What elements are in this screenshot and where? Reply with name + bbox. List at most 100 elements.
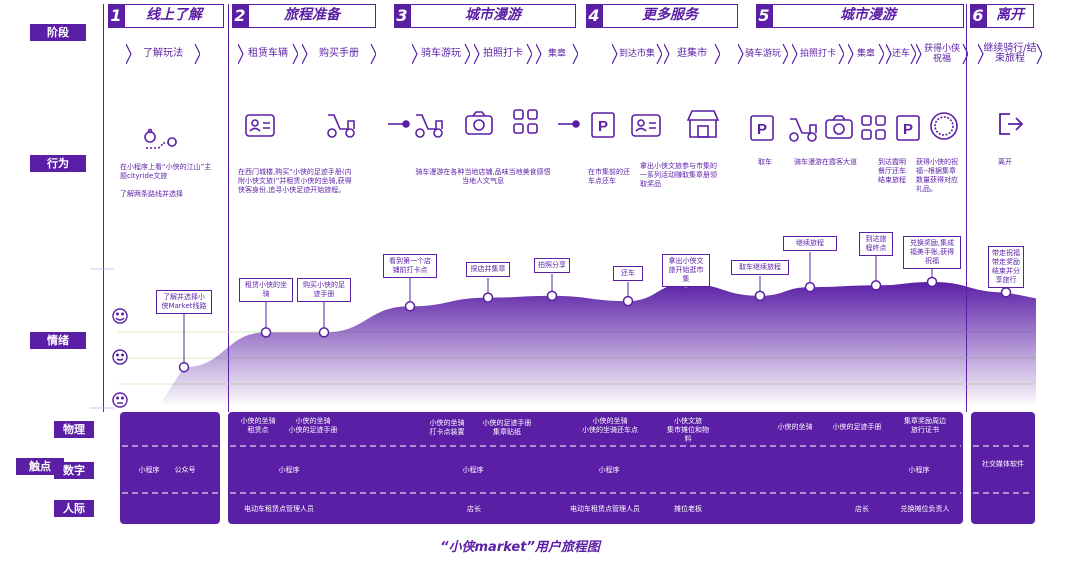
human-touchpoint: 店长 xyxy=(855,505,869,513)
row-label-behavior: 行为 xyxy=(30,155,86,172)
qr-code-icon-2 xyxy=(861,115,886,140)
camera-icon xyxy=(465,111,493,135)
stage-num: 1 xyxy=(108,4,124,28)
touchpoint-block xyxy=(228,412,963,524)
step-label: 集章 xyxy=(547,49,566,59)
parking-return-icon: P xyxy=(896,115,920,141)
neutral-face-icon xyxy=(112,392,128,408)
camera-icon-2 xyxy=(825,115,853,139)
diagram-caption: “小侠market”用户旅程图 xyxy=(440,540,600,555)
behavior-text: 了解两条路线并选择 xyxy=(120,190,183,198)
neutral-happy-face-icon xyxy=(112,349,128,365)
step-chevron: 拍照打卡 xyxy=(474,44,532,64)
step-label: 拍照打卡 xyxy=(799,49,836,59)
digital-touchpoint: 小程序 xyxy=(278,466,300,474)
scooter-icon xyxy=(327,114,355,138)
stage-name: 城市漫游 xyxy=(410,4,576,28)
stage-num: 6 xyxy=(970,4,986,28)
parking-pickup-icon: P xyxy=(750,115,774,141)
physical-touchpoint: 小侠的足迹手册 xyxy=(832,423,882,431)
stage-name: 线上了解 xyxy=(124,4,224,28)
digital-touchpoint: 小程序 xyxy=(908,466,930,474)
emotion-point xyxy=(260,327,272,338)
step-chevron: 骑车游玩 xyxy=(738,44,788,64)
step-label: 还车 xyxy=(891,49,910,59)
emotion-label: 兑换奖励,集成福美手账,获得祝福 xyxy=(903,236,961,269)
behavior-text: 到达霞明餐厅还车结束旅程 xyxy=(878,158,906,184)
emotion-label: 到达旅程终点 xyxy=(859,232,893,256)
parking-icon: P xyxy=(558,112,615,138)
step-label: 逛集市 xyxy=(677,48,707,59)
human-touchpoint: 店长 xyxy=(467,505,481,513)
scooter-icon-2 xyxy=(789,118,817,142)
svg-text:P: P xyxy=(598,118,608,135)
step-label: 集章 xyxy=(856,49,875,59)
emotion-point xyxy=(404,301,416,312)
emotion-point xyxy=(870,280,882,291)
exit-icon xyxy=(999,113,1024,135)
emotion-label: 继续旅程 xyxy=(783,236,837,251)
row-label-emotion: 情绪 xyxy=(30,332,86,349)
blessing-stamp-icon xyxy=(930,112,958,140)
stage-name: 旅程准备 xyxy=(248,4,376,28)
human-touchpoint: 摊位老板 xyxy=(674,505,702,513)
step-chevron: 继续骑行/结束旅程 xyxy=(978,44,1042,64)
physical-touchpoint: 小侠的足迹手册集章贴纸 xyxy=(482,419,532,436)
emotion-area xyxy=(160,281,1036,404)
physical-touchpoint: 小侠的坐骑打卡点装置 xyxy=(429,419,465,436)
touchpoint-block xyxy=(120,412,220,524)
emotion-label: 租赁小侠的坐骑 xyxy=(239,278,293,302)
emotion-label: 购买小侠的足迹手册 xyxy=(297,278,351,302)
stage-name: 离开 xyxy=(986,4,1034,28)
step-chevron: 租赁车辆 xyxy=(238,44,298,64)
emotion-label: 了解并选择小侠Market线路 xyxy=(156,290,212,314)
human-touchpoint: 电动车租赁点管理人员 xyxy=(570,505,640,513)
row-label-digital: 数字 xyxy=(54,462,94,479)
svg-text:P: P xyxy=(757,121,767,138)
emotion-label: 探店并集章 xyxy=(466,262,510,277)
stage-num: 3 xyxy=(394,4,410,28)
behavior-text: 在西门城楼,购买“小侠的足迹手册(内附小侠文旅)”并租赁小侠的坐骑,获得侠客身份… xyxy=(238,168,352,194)
emotion-label: 拿出小侠文旅开始逛市集 xyxy=(662,254,710,287)
step-chevron: 拍照打卡 xyxy=(792,44,844,64)
step-chevron: 获得小侠祝福 xyxy=(916,44,968,64)
qr-code-icon xyxy=(513,109,538,134)
step-label: 获得小侠祝福 xyxy=(923,44,960,64)
stage-name: 城市漫游 xyxy=(772,4,964,28)
physical-touchpoint: 小侠文旅集市摊位和物料 xyxy=(667,417,709,443)
behavior-text: 骑车漫游在各种当地店铺,品味当地美食感悟当地人文气息 xyxy=(415,168,551,185)
step-label: 骑车游玩 xyxy=(421,48,461,59)
digital-touchpoint: 小程序 xyxy=(462,466,484,474)
emotion-label: 看到第一个店铺前打卡点 xyxy=(383,254,437,278)
id-card-icon xyxy=(245,114,275,137)
emotion-label: 取车继续旅程 xyxy=(731,260,789,275)
step-chevron: 骑车游玩 xyxy=(412,44,470,64)
emotion-point xyxy=(482,292,494,303)
ticket-card-icon xyxy=(631,114,661,137)
behavior-text: 骑车漫游在霞客大道 xyxy=(794,158,857,166)
behavior-text: 在小程序上看“小侠的江山”主题cityride文旅 xyxy=(120,163,212,180)
behavior-text: 获得小侠的祝福--根据集章数量获得对应礼品。 xyxy=(916,158,958,193)
emotion-label: 带走祝福带走奖励结束并分享旅行 xyxy=(988,246,1024,288)
scooter-ride-icon xyxy=(388,114,443,138)
emotion-label: 还车 xyxy=(613,266,643,281)
step-chevron: 还车 xyxy=(886,44,916,64)
stage-name: 更多服务 xyxy=(602,4,738,28)
step-label: 拍照打卡 xyxy=(483,48,523,59)
stage-num: 2 xyxy=(232,4,248,28)
step-chevron: 购买手册 xyxy=(302,44,376,64)
emotion-point xyxy=(804,281,816,293)
digital-touchpoint: 社交媒体软件 xyxy=(982,460,1024,468)
digital-touchpoint: 小程序 xyxy=(598,466,620,474)
emotion-label: 拍照分享 xyxy=(534,258,570,273)
step-label: 继续骑行/结束旅程 xyxy=(983,43,1037,64)
step-chevron: 集章 xyxy=(536,44,578,64)
stage-divider xyxy=(966,4,967,412)
happy-face-icon xyxy=(112,308,128,324)
physical-touchpoint: 小侠的坐骑小侠的坐骑还车点 xyxy=(582,417,638,434)
map-route-icon xyxy=(144,128,177,149)
step-label: 租赁车辆 xyxy=(248,48,288,59)
step-chevron: 到达市集 xyxy=(612,44,662,64)
step-label: 了解玩法 xyxy=(143,48,183,59)
